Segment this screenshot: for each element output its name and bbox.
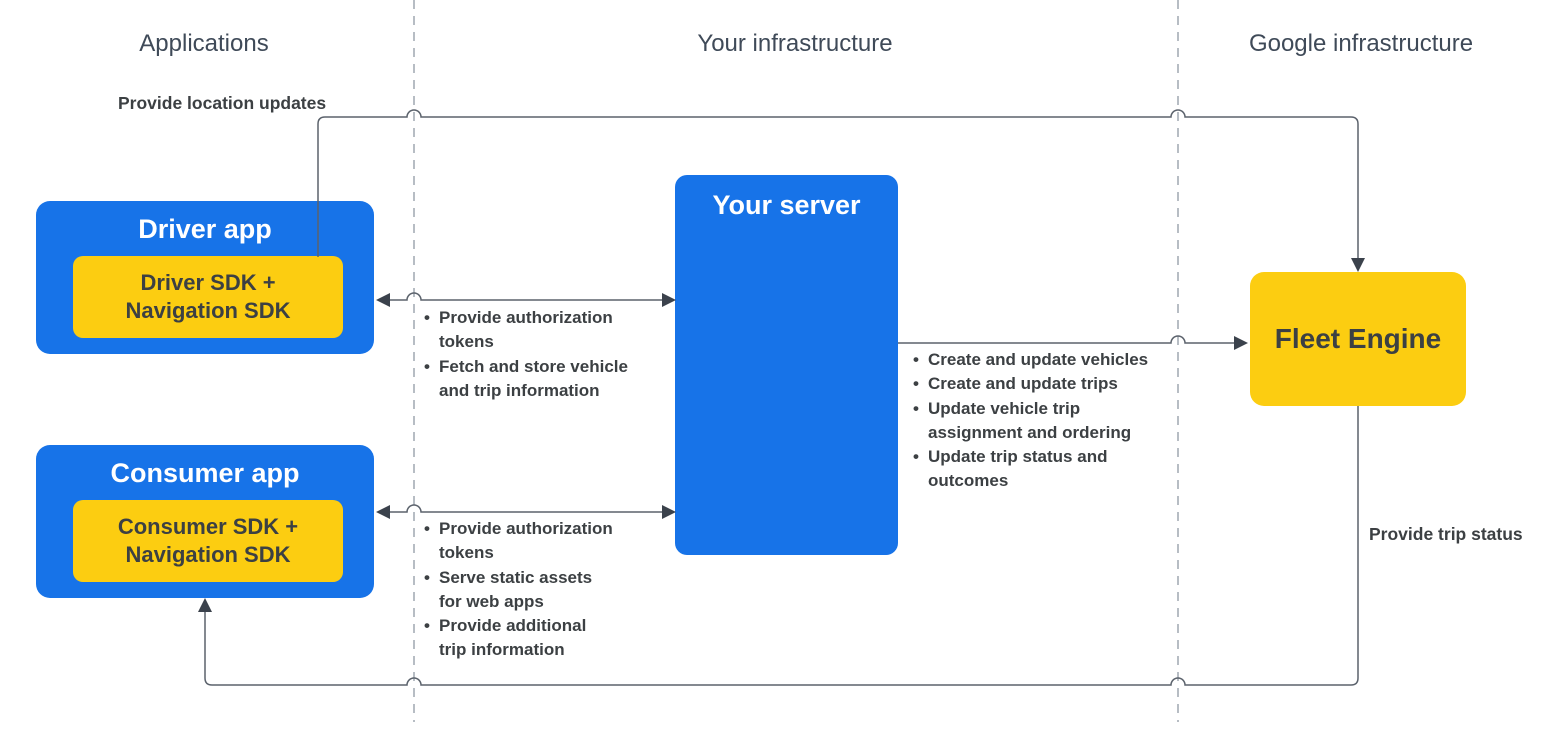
arrowhead-into-consumer-bottom	[198, 598, 212, 612]
note-bullet: Fetch and store vehicle and trip informa…	[424, 355, 628, 404]
wire-server-fleet	[898, 335, 1234, 344]
notes-consumer-server: Provide authorization tokens Serve stati…	[424, 517, 613, 663]
note-line: Create and update trips	[928, 374, 1118, 394]
note-line: Update trip status and	[928, 447, 1108, 467]
driver-sdk-line: Driver SDK +	[140, 270, 276, 295]
arrowhead-into-driver	[376, 293, 390, 307]
fleet-engine-box: Fleet Engine	[1250, 272, 1466, 406]
wire-consumer-server	[389, 504, 663, 513]
consumer-app-box: Consumer app Consumer SDK + Navigation S…	[36, 445, 374, 598]
note-line: Provide authorization	[439, 519, 613, 538]
your-server-box: Your server	[675, 175, 898, 555]
fleet-engine-title: Fleet Engine	[1274, 323, 1442, 354]
consumer-sdk-line: Navigation SDK	[125, 542, 291, 567]
note-line: Fetch and store vehicle	[439, 356, 628, 376]
note-line: Provide authorization	[439, 308, 613, 327]
note-line: Update vehicle trip	[928, 398, 1081, 418]
arrowhead-into-server-upper	[662, 293, 676, 307]
arrowhead-into-consumer-side	[376, 505, 390, 519]
note-bullet: Update trip status and outcomes	[913, 445, 1148, 494]
column-header-your-infrastructure: Your infrastructure	[697, 30, 893, 57]
note-line: Serve static assets	[439, 567, 593, 587]
note-line: for web apps	[439, 591, 544, 611]
driver-app-box: Driver app Driver SDK + Navigation SDK	[36, 201, 374, 354]
note-line: and trip information	[439, 380, 600, 400]
driver-sdk-line: Navigation SDK	[125, 298, 291, 323]
consumer-sdk-line: Consumer SDK +	[117, 514, 299, 539]
note-bullet: Update vehicle trip assignment and order…	[913, 397, 1148, 446]
column-header-google-infrastructure: Google infrastructure	[1248, 30, 1474, 57]
wire-driver-server	[389, 292, 663, 301]
driver-sdk-box: Driver SDK + Navigation SDK	[73, 256, 343, 338]
arrowhead-into-fleet-top	[1351, 258, 1365, 272]
note-bullet: Create and update trips	[913, 372, 1148, 397]
note-bullet: Serve static assets for web apps	[424, 566, 613, 615]
notes-driver-server: Provide authorization tokens Fetch and s…	[424, 306, 628, 403]
consumer-app-title: Consumer app	[110, 458, 300, 488]
note-bullet: Provide authorization tokens	[424, 306, 628, 355]
note-bullet: Create and update vehicles	[913, 348, 1149, 373]
note-line: Provide additional	[439, 616, 587, 636]
note-line: tokens	[439, 543, 494, 563]
note-line: Create and update vehicles	[928, 350, 1149, 369]
note-line: tokens	[439, 332, 494, 352]
your-server-title: Your server	[712, 190, 861, 220]
label-provide-trip-status: Provide trip status	[1369, 524, 1523, 544]
arrowhead-into-fleet-left	[1234, 336, 1248, 350]
note-line: trip information	[439, 640, 565, 660]
notes-server-fleet: Create and update vehicles Create and up…	[913, 348, 1148, 494]
note-bullet: Provide additional trip information	[424, 614, 613, 663]
column-header-applications: Applications	[139, 30, 269, 57]
note-line: outcomes	[928, 471, 1009, 491]
consumer-sdk-box: Consumer SDK + Navigation SDK	[73, 500, 343, 582]
label-provide-location-updates: Provide location updates	[118, 93, 327, 113]
note-bullet: Provide authorization tokens	[424, 517, 613, 566]
note-line: assignment and ordering	[928, 422, 1132, 442]
driver-app-title: Driver app	[138, 214, 272, 244]
arrowhead-into-server-lower	[662, 505, 676, 519]
